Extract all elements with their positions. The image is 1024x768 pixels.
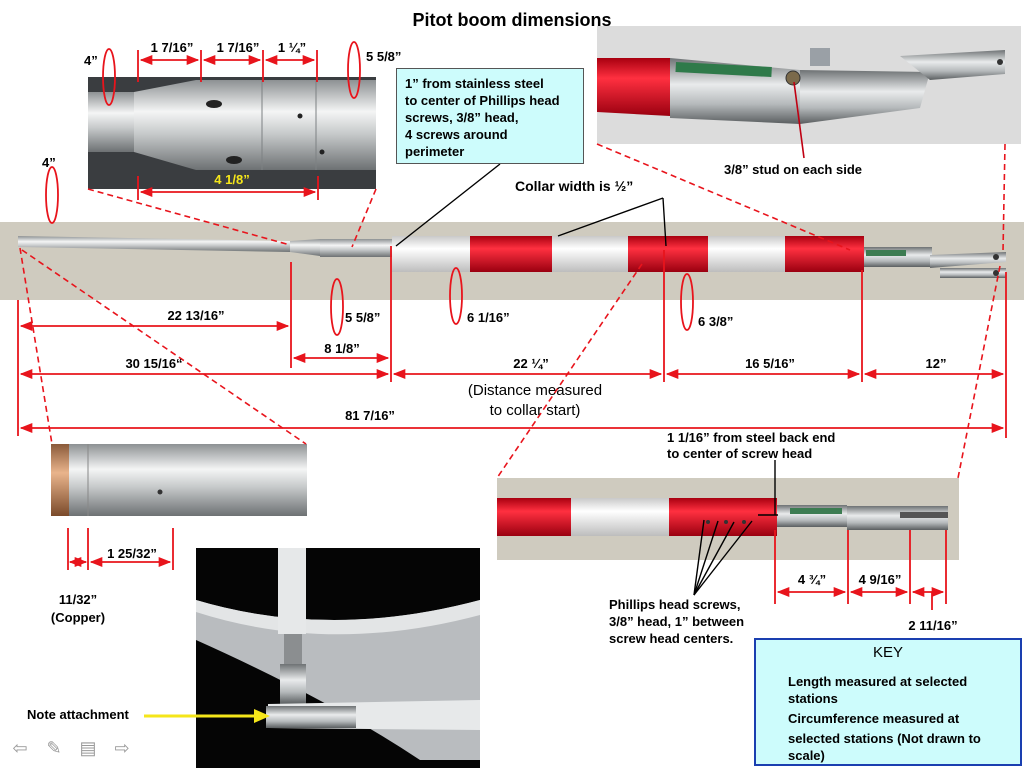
dim-label-back-3: 2 11/16”: [908, 618, 958, 633]
callout-line: perimeter: [405, 144, 465, 159]
dim-label-f: 12”: [925, 356, 947, 371]
copper-tip-inset-photo: [51, 444, 307, 516]
dim-label-inset-3: 1 ¼”: [277, 40, 307, 55]
dim-label-inset-bottom: 4 1/8”: [214, 172, 250, 187]
key-circ-line1: Circumference measured at: [788, 711, 960, 726]
collar-note-line2: to collar start): [489, 402, 581, 419]
screw-callout-box: 1” from stainless steel to center of Phi…: [396, 68, 584, 164]
steel-note-line1: 1 1/16” from steel back end: [667, 430, 836, 445]
callout-line: 1” from stainless steel: [405, 76, 544, 91]
circ-label-3: 6 3/8”: [698, 314, 734, 329]
dim-label-total: 81 7/16”: [345, 408, 395, 423]
callout-line: to center of Phillips head: [405, 93, 560, 108]
dimension-lines: [19, 54, 1005, 671]
extension-lines: [17, 50, 1007, 604]
circ-label-tip: 4”: [42, 155, 56, 170]
steel-note-line2: to center of screw head: [667, 446, 813, 461]
previous-slide-icon[interactable]: ⇦: [12, 738, 28, 758]
key-circ-line3: scale): [788, 748, 825, 763]
probe-tip-inset-photo: [88, 77, 376, 189]
dim-label-d: 22 ¼”: [513, 356, 549, 371]
collar-note-line1: (Distance measured: [467, 382, 603, 399]
key-title: KEY: [872, 644, 903, 661]
dim-label-c: 30 15/16“: [125, 356, 183, 371]
dim-label-e: 16 5/16”: [745, 356, 795, 371]
dim-label-a: 22 13/16”: [167, 308, 225, 323]
dim-label-b: 8 1/8”: [324, 341, 360, 356]
dim-label-tip-2: 1 25/32”: [107, 546, 157, 561]
key-length-line2: stations: [788, 691, 838, 706]
screws-note-line1: Phillips head screws,: [609, 597, 741, 612]
copper-label: (Copper): [50, 610, 106, 625]
dim-label-inset-2: 1 7/16”: [216, 40, 260, 55]
collar-label: Collar width is ½”: [515, 178, 634, 194]
dim-label-back-2: 4 9/16”: [858, 572, 902, 587]
circ-label-inset-left: 4”: [84, 53, 98, 68]
attachment-label: Note attachment: [27, 707, 129, 722]
main-boom-photo: [0, 222, 1024, 300]
attachment-arrow: [144, 709, 270, 723]
connector-lines: [19, 143, 1006, 479]
screws-note-line3: screw head centers.: [609, 631, 734, 646]
callout-line: 4 screws around: [405, 127, 508, 142]
circ-label-1: 5 5/8”: [345, 310, 381, 325]
circ-label-2: 6 1/16”: [467, 310, 510, 325]
screws-inset-photo: [497, 478, 959, 560]
dim-label-copper: 11/32”: [58, 592, 98, 607]
back-mount-inset-photo: [597, 26, 1021, 144]
menu-icon[interactable]: ▤: [79, 738, 97, 758]
callout-line: screws, 3/8” head,: [405, 110, 519, 125]
stud-label: 3/8” stud on each side: [724, 162, 862, 177]
attachment-photo: [196, 548, 480, 768]
key-box: KEY Length measured at selected stations…: [754, 638, 1022, 766]
circ-label-inset-right: 5 5/8”: [366, 49, 402, 64]
dim-label-inset-1: 1 7/16”: [150, 40, 194, 55]
leader-lines: [395, 163, 778, 596]
next-slide-icon[interactable]: ⇨: [114, 738, 130, 758]
key-length-line1: Length measured at selected: [788, 674, 968, 689]
screws-note-line2: 3/8” head, 1” between: [609, 614, 745, 629]
key-circ-line2: selected stations (Not drawn to: [788, 731, 981, 746]
page-title: Pitot boom dimensions: [412, 10, 612, 30]
pen-icon[interactable]: ✎: [46, 738, 62, 758]
stud-leader: [793, 81, 805, 159]
dim-label-back-1: 4 ¾”: [797, 572, 827, 587]
